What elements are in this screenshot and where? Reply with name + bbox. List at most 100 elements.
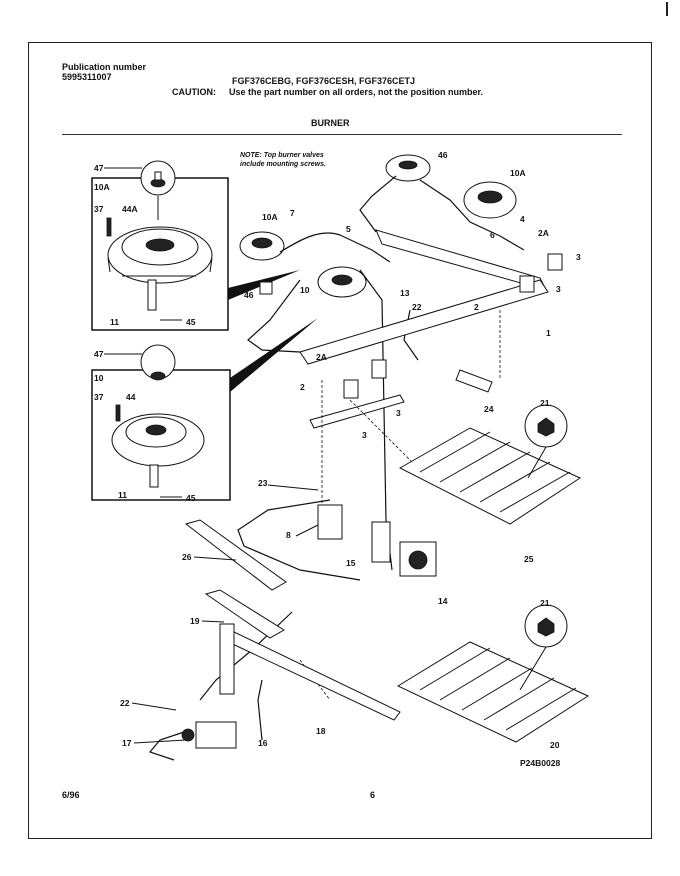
tube-23 xyxy=(237,499,361,581)
callout-10a-inset: 10A xyxy=(94,182,110,192)
manifold-main xyxy=(299,279,549,365)
leader-26 xyxy=(193,556,237,561)
caution-text: Use the part number on all orders, not t… xyxy=(229,87,484,97)
callout-18: 18 xyxy=(316,726,326,736)
callout-10a-right: 10A xyxy=(510,168,526,178)
callout-47b: 47 xyxy=(94,349,104,359)
burner-cap-icon-2 xyxy=(150,371,166,381)
header-rule xyxy=(62,134,622,135)
callout-2a-left: 2A xyxy=(316,352,327,362)
tube-top-left xyxy=(359,175,397,233)
burner-10a-left-port xyxy=(251,237,273,249)
guide-2 xyxy=(349,399,541,479)
callout-45a: 45 xyxy=(186,317,196,327)
callout-11a: 11 xyxy=(110,317,119,327)
manifold-lower xyxy=(309,394,405,429)
screw-37-icon xyxy=(106,217,112,237)
leader-19 xyxy=(201,620,225,623)
note-line-1: NOTE: Top burner valves xyxy=(240,152,324,159)
publication-label: Publication number xyxy=(62,62,147,72)
callout-11b: 11 xyxy=(118,490,127,500)
nut-icon xyxy=(537,417,555,437)
burner-10-center-port xyxy=(331,274,353,286)
footer-page: 6 xyxy=(370,790,376,800)
part-17-valve xyxy=(195,721,237,749)
edge-mark xyxy=(666,2,668,16)
burner-46-top-port xyxy=(398,160,418,170)
callout-16: 16 xyxy=(258,738,268,748)
callout-1: 1 xyxy=(546,328,551,338)
callout-45b: 45 xyxy=(186,493,196,503)
valve-knob-icon xyxy=(181,728,195,742)
inset-10 xyxy=(91,344,231,501)
leader-8 xyxy=(295,524,319,537)
burner-port-icon-2 xyxy=(145,424,167,436)
callout-47a: 47 xyxy=(94,163,104,173)
callout-22-top: 22 xyxy=(412,302,422,312)
cap-top-icon xyxy=(154,171,162,181)
tube-left xyxy=(247,279,301,353)
bracket-3a xyxy=(343,379,359,399)
callout-24: 24 xyxy=(484,404,494,414)
callout-37b: 37 xyxy=(94,392,104,402)
top-burners xyxy=(239,154,517,298)
part-26-electrode xyxy=(184,519,287,591)
leader-21a xyxy=(527,446,547,479)
leader-21b xyxy=(519,646,547,691)
leader-23 xyxy=(267,484,319,491)
callout-19: 19 xyxy=(190,616,200,626)
callout-26: 26 xyxy=(182,552,192,562)
regulator-knob-icon xyxy=(408,550,428,570)
deflector-20-ribs xyxy=(419,647,577,731)
callout-10-inset: 10 xyxy=(94,373,104,383)
callout-25: 25 xyxy=(524,554,534,564)
page-frame xyxy=(28,42,652,839)
inset-pointer-2 xyxy=(230,318,318,392)
callout-20: 20 xyxy=(550,740,560,750)
tube-7 xyxy=(279,232,391,263)
callout-4: 4 xyxy=(520,214,525,224)
callout-2-right: 2 xyxy=(474,302,479,312)
tube-17 xyxy=(148,729,191,761)
part-15-bracket xyxy=(371,521,391,563)
note-line-2: include mounting screws. xyxy=(240,161,326,168)
section-title: BURNER xyxy=(311,118,350,128)
grates xyxy=(396,404,590,743)
callout-8: 8 xyxy=(286,530,291,540)
footer-date: 6/96 xyxy=(62,790,80,800)
nut-icon-2 xyxy=(537,617,555,637)
fitting-24 xyxy=(455,369,493,393)
bracket-46 xyxy=(259,281,273,295)
callout-44: 44 xyxy=(126,392,136,402)
callout-17: 17 xyxy=(122,738,132,748)
part-8-igniter-module xyxy=(317,504,343,540)
callout-3-lower2: 3 xyxy=(362,430,367,440)
callout-14: 14 xyxy=(438,596,448,606)
callout-3-right: 3 xyxy=(576,252,581,262)
callout-7: 7 xyxy=(290,208,295,218)
callout-37a: 37 xyxy=(94,204,104,214)
caution-label: CAUTION: xyxy=(172,87,216,97)
callout-6: 6 xyxy=(490,230,495,240)
part-19-electrode xyxy=(204,589,285,639)
callout-10-main: 10 xyxy=(300,285,310,295)
part-18-bar xyxy=(223,629,401,721)
inset-10a xyxy=(91,160,229,331)
part-25-deflector xyxy=(398,427,582,525)
deflector-25-ribs xyxy=(419,431,571,513)
callout-44a: 44A xyxy=(122,204,138,214)
leader-22b xyxy=(131,702,177,711)
callout-2a-right: 2A xyxy=(538,228,549,238)
callout-2-left: 2 xyxy=(300,382,305,392)
callout-23: 23 xyxy=(258,478,268,488)
leaders xyxy=(131,484,319,744)
figure-id: P24B0028 xyxy=(520,758,560,768)
callout-46-top: 46 xyxy=(438,150,448,160)
leader-17 xyxy=(133,739,187,744)
callout-10a-left: 10A xyxy=(262,212,278,222)
part-20-deflector xyxy=(396,641,590,743)
publication-number: 5995311007 xyxy=(62,72,112,82)
callout-21-bottom: 21 xyxy=(540,598,550,608)
burner-skirt xyxy=(107,257,213,277)
